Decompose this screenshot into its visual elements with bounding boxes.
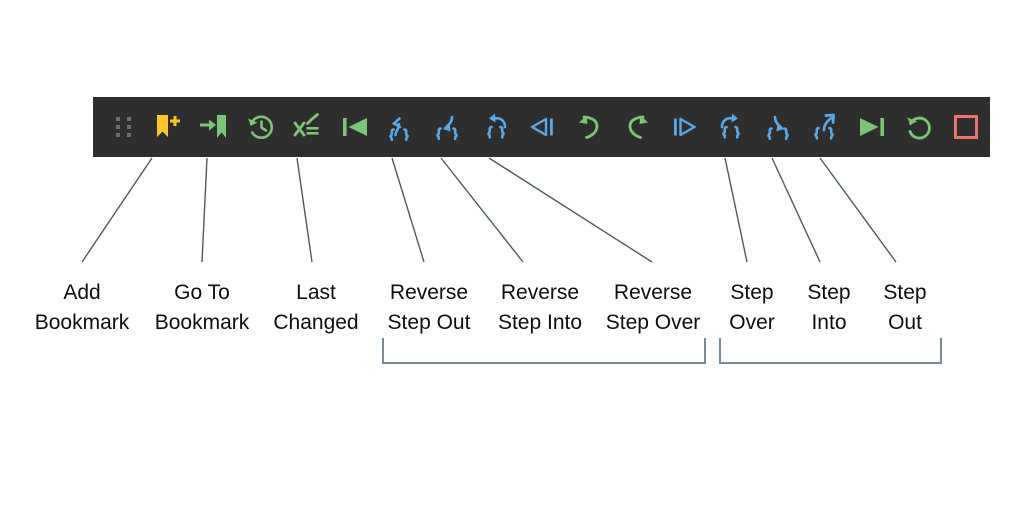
- callout-label-reverse-step-over: Reverse Step Over: [605, 281, 701, 334]
- toolbar-button-reverse-run-line[interactable]: [519, 103, 566, 151]
- callout-label-last-changed: Last Changed: [273, 281, 359, 334]
- bracket-step-group: [719, 338, 942, 364]
- toolbar-button-continue[interactable]: [848, 103, 895, 151]
- callout-last-changed-leader-line: [296, 157, 313, 263]
- step-into-icon: [766, 115, 789, 141]
- arrow-to-bookmark-icon: [199, 115, 226, 138]
- clock-history-icon: [247, 115, 273, 139]
- toolbar-button-restart[interactable]: [895, 103, 942, 151]
- toolbar-button-step-over[interactable]: [707, 103, 754, 151]
- step-out-icon: [813, 113, 835, 140]
- reverse-step-over-icon: [486, 113, 506, 139]
- toolbar-button-add-bookmark[interactable]: [143, 103, 190, 151]
- grip-handle-icon[interactable]: [103, 103, 143, 151]
- callout-label-step-out: Step Out: [883, 281, 927, 334]
- bookmark-plus-icon: [156, 115, 180, 137]
- callout-label-step-into: Step Into: [807, 281, 851, 334]
- stop-square-icon: [953, 115, 978, 139]
- callout-label-go-to-bookmark: Go To Bookmark: [154, 281, 250, 334]
- toolbar-button-last-changed[interactable]: [237, 103, 284, 151]
- callout-label-add-bookmark: Add Bookmark: [34, 281, 130, 334]
- reverse-step-out-icon: [388, 117, 409, 142]
- callout-reverse-step-out-leader-line: [391, 157, 425, 263]
- reverse-step-into-icon: [435, 115, 458, 141]
- toolbar-button-reverse-step-into[interactable]: [425, 103, 472, 151]
- step-over-icon: [720, 113, 740, 139]
- undo-arrow-icon: [578, 115, 598, 139]
- toolbar-button-reverse-step-over[interactable]: [472, 103, 519, 151]
- toolbar-button-step-out[interactable]: [801, 103, 848, 151]
- callout-label-step-over: Step Over: [729, 281, 775, 334]
- callout-reverse-step-over-leader-line: [488, 157, 653, 263]
- callout-step-out-leader-line: [819, 157, 897, 263]
- callout-reverse-step-into-leader-line: [440, 157, 524, 263]
- play-reverse-line-icon: [530, 117, 553, 137]
- callout-go-to-bookmark-leader-line: [201, 157, 208, 263]
- play-line-forward-icon: [673, 117, 696, 137]
- callout-label-reverse-step-into: Reverse Step Into: [497, 281, 583, 334]
- toolbar-button-undo[interactable]: [566, 103, 613, 151]
- callout-add-bookmark-leader-line: [81, 157, 153, 263]
- toolbar-button-step-into[interactable]: [754, 103, 801, 151]
- play-to-end-icon: [859, 118, 884, 136]
- redo-arrow-icon: [628, 115, 648, 139]
- debug-toolbar: [93, 97, 990, 157]
- toolbar-button-go-to-bookmark[interactable]: [190, 103, 237, 151]
- restart-circle-arrow-icon: [906, 116, 931, 140]
- play-reverse-bar-icon: [342, 118, 367, 136]
- toolbar-button-run-line-forward[interactable]: [660, 103, 707, 151]
- x-equals-check-icon: [293, 113, 319, 137]
- callout-step-over-leader-line: [724, 157, 748, 263]
- bracket-reverse-group: [382, 338, 706, 364]
- toolbar-button-reverse-continue[interactable]: [331, 103, 378, 151]
- toolbar-button-reverse-step-out[interactable]: [378, 103, 425, 151]
- callout-step-into-leader-line: [771, 157, 821, 263]
- toolbar-button-run-to-variable[interactable]: [284, 103, 331, 151]
- toolbar-button-stop[interactable]: [942, 103, 989, 151]
- toolbar-button-redo[interactable]: [613, 103, 660, 151]
- callout-label-reverse-step-out: Reverse Step Out: [387, 281, 471, 334]
